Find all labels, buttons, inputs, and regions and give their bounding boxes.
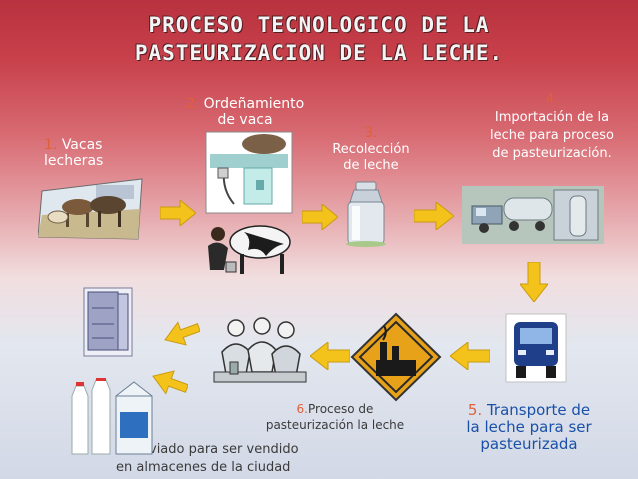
step-1-number: 1.: [44, 137, 58, 153]
step-7-text-b: en almacenes de la ciudad: [116, 460, 291, 475]
diagram-title-line-1: PROCESO TECNOLOGICO DE LA: [148, 13, 490, 37]
arrow-1-to-2: [160, 200, 196, 226]
factory-hazard-sign-icon: [350, 312, 442, 402]
truck-icon: [505, 313, 567, 383]
arrow-4-to-5: [520, 262, 548, 302]
step-2-label: 2. Ordeñamiento de vaca: [170, 96, 320, 128]
step-2-text-a: Ordeñamiento: [203, 96, 305, 112]
arrow-3-to-4: [414, 202, 454, 230]
step-6-text-a: Proceso de: [308, 402, 374, 416]
step-3-number: 3.: [364, 126, 378, 141]
workers-illustration: [213, 317, 307, 383]
step-4-label: 4. Importación de la leche para proceso …: [472, 91, 632, 163]
milk-can-icon: [346, 181, 386, 247]
step-2-text-b: de vaca: [217, 112, 273, 128]
cows-pasture-illustration: [38, 178, 143, 240]
step-3-text-a: Recolección: [332, 142, 410, 157]
step-5-text-b: la leche para ser: [466, 418, 592, 436]
step-2-number: 2.: [185, 96, 200, 112]
arrow-5-to-6: [450, 342, 490, 370]
milking-machine-illustration: [205, 131, 293, 214]
step-3-text-b: de leche: [343, 158, 399, 173]
step-7-label: 7. Enviado para ser vendido en almacenes…: [116, 441, 326, 477]
step-1-text-a: Vacas: [61, 137, 103, 153]
milk-bottles-carton-icon: [71, 378, 153, 455]
step-5-text-c: pasteurizada: [480, 435, 578, 453]
step-4-number: 4.: [545, 92, 559, 107]
step-5-number: 5.: [467, 401, 483, 419]
step-4-text-b: leche para proceso: [490, 128, 614, 143]
refrigerator-icon: [83, 287, 133, 357]
step-7-text-a: Enviado para ser vendido: [132, 442, 299, 457]
milk-tanker-factory-illustration: [462, 186, 604, 244]
step-6-number: 6.: [296, 402, 308, 416]
farmer-milking-cow-illustration: [208, 225, 291, 274]
arrow-6-to-workers: [310, 342, 350, 370]
diagram-title-line-2: PASTEURIZACION DE LA LECHE.: [134, 41, 504, 65]
arrow-2-to-3: [302, 204, 338, 230]
arrow-to-bottles: [152, 370, 188, 395]
step-5-label: 5. Transporte de la leche para ser paste…: [452, 402, 606, 453]
arrow-workers-to-fridge: [164, 321, 200, 346]
step-4-text-c: de pasteurización.: [492, 146, 612, 161]
step-5-text-a: Transporte de: [486, 401, 591, 419]
step-3-label: 3. Recolección de leche: [316, 126, 426, 174]
step-1-text-b: lecheras: [44, 153, 104, 169]
step-4-text-a: Importación de la: [494, 110, 610, 125]
step-6-text-b: pasteurización la leche: [265, 418, 405, 432]
step-6-label: 6.Proceso de pasteurización la leche: [250, 401, 420, 433]
step-1-label: 1. Vacas lecheras: [44, 137, 134, 169]
